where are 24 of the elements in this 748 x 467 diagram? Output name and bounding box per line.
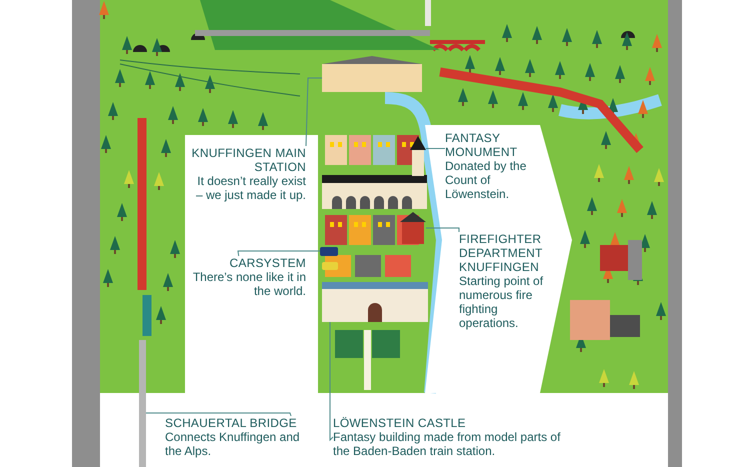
leader-line [330, 322, 334, 442]
car-group [320, 247, 338, 270]
callout-text: Fantasy building made from model parts of the Baden-Baden train station. [333, 430, 562, 458]
callout-heading: FIREFIGHTER DEPARTMENT KNUFFINGEN [459, 232, 544, 274]
leader-line [237, 250, 320, 256]
callout-heading: KNUFFINGEN MAIN STATION [190, 146, 306, 174]
bridge-pillar [139, 340, 146, 467]
callout-text: Starting point of numerous fire fighting operations. [459, 274, 544, 330]
callout-heading: CARSYSTEM [228, 256, 306, 270]
callout-heading: SCHAUERTAL BRIDGE [165, 416, 298, 430]
callout-text: Donated by the Count of Löwenstein. [445, 159, 528, 201]
callout-text: There’s none like it in the world. [192, 270, 306, 298]
callout-text: It doesn’t really exist – we just made it up. [194, 174, 306, 202]
monument-tower [410, 136, 426, 176]
callout-heading: FANTASY MONUMENT [445, 131, 518, 159]
callout-text: Connects Knuffingen and the Alps. [165, 430, 301, 458]
callout-heading: LÖWENSTEIN CASTLE [333, 416, 467, 430]
leader-line [306, 78, 322, 146]
fire-station-building [400, 212, 426, 244]
leader-line [426, 228, 460, 232]
leader-line [426, 148, 446, 149]
castle-building [322, 282, 428, 322]
leader-line [146, 412, 292, 416]
station-building [322, 56, 422, 92]
